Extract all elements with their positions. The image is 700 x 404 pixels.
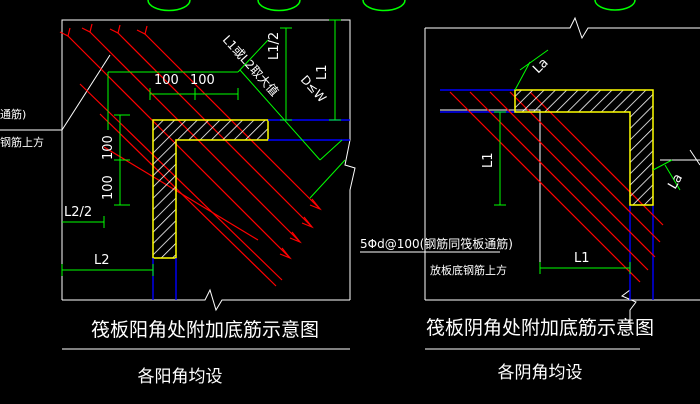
left-wall-hatch [152, 119, 269, 259]
left-callout: 通筋) 钢筋上方 [0, 107, 44, 149]
dim-l1-half: L1/2 [267, 32, 282, 60]
axis-circles-top [147, 0, 636, 12]
left-corner-rebars [59, 23, 322, 287]
right-wall-hatch [514, 89, 654, 206]
dim-l1-vert: L1 [481, 152, 496, 168]
right-callout: 5Φd@100(钢筋同筏板通筋) 放板底钢筋上方 [360, 236, 513, 277]
left-title: 筏板阳角处附加底筋示意图 [91, 319, 319, 341]
left-callout-line2: 钢筋上方 [0, 135, 44, 149]
right-callout-line2: 放板底钢筋上方 [430, 263, 507, 277]
dim-100-v1: 100 [101, 135, 116, 160]
left-border [0, 19, 356, 312]
left-subtitle: 各阳角均设 [138, 367, 223, 387]
dim-l2: L2 [94, 253, 110, 268]
dim-l2-half: L2/2 [64, 205, 92, 220]
right-callout-line1: 5Φd@100(钢筋同筏板通筋) [360, 236, 513, 251]
dim-l1: L1 [315, 64, 330, 80]
dim-100-a: 100 [154, 73, 179, 88]
dim-l1-bottom: L1 [574, 251, 590, 266]
right-subtitle: 各阴角均设 [498, 363, 583, 383]
dim-la-top: La [530, 55, 551, 76]
dim-la-right: La [665, 171, 686, 192]
dim-100-v2: 100 [101, 175, 116, 200]
left-slab-rebars [152, 119, 350, 300]
left-dimensions [61, 19, 346, 276]
right-dim-texts: La La L1 L1 [481, 55, 686, 266]
left-callout-line1: 通筋) [0, 107, 26, 121]
right-title: 筏板阴角处附加底筋示意图 [426, 317, 654, 339]
right-dimensions [494, 49, 681, 274]
left-drawing: 100 100 100 100 L1/2 L1 L2 L2/2 L1或L2取大值… [0, 19, 356, 387]
right-drawing: La La L1 L1 5Φd@100(钢筋同筏板通筋) 放板底钢筋上方 筏板阴… [360, 16, 700, 383]
dim-100-b: 100 [190, 73, 215, 88]
right-border [424, 16, 700, 330]
